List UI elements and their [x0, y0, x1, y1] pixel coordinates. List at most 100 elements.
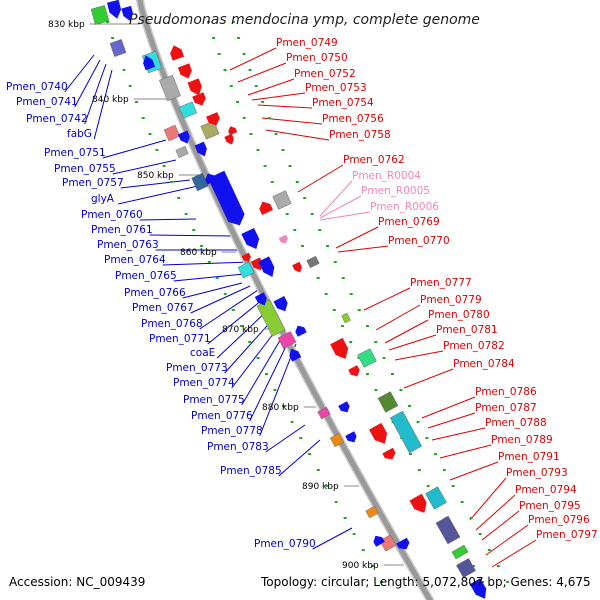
tick-mark — [370, 565, 374, 567]
gene-label[interactable]: Pmen_0773 — [166, 362, 228, 374]
label-leader-line — [337, 245, 389, 253]
gene-label[interactable]: Pmen_0760 — [81, 209, 143, 221]
gene-arrow — [224, 133, 234, 145]
tick-mark — [460, 501, 464, 503]
gene-label[interactable]: Pmen_0770 — [388, 235, 450, 247]
tick-mark — [281, 405, 285, 407]
tick-mark — [274, 133, 278, 135]
gene-label[interactable]: Pmen_R0004 — [352, 170, 421, 182]
gene-label[interactable]: Pmen_0753 — [305, 82, 367, 94]
label-leader-line — [224, 317, 275, 374]
tick-mark — [148, 133, 152, 135]
gene-box — [317, 406, 331, 420]
gene-label[interactable]: Pmen_0771 — [149, 333, 211, 345]
gene-label[interactable]: Pmen_0779 — [420, 294, 482, 306]
gene-arrow — [241, 228, 260, 249]
label-leader-line — [199, 289, 259, 330]
tick-mark — [349, 293, 353, 295]
label-leader-line — [319, 211, 371, 221]
gene-label[interactable]: Pmen_0742 — [26, 113, 88, 125]
tick-mark — [231, 21, 235, 23]
gene-label[interactable]: Pmen_0786 — [475, 386, 537, 398]
gene-label[interactable]: Pmen_0763 — [97, 239, 159, 251]
gene-label[interactable]: Pmen_0761 — [91, 224, 153, 236]
gene-label[interactable]: Pmen_0766 — [124, 287, 186, 299]
gene-label[interactable]: Pmen_0757 — [62, 177, 124, 189]
gene-arrow — [289, 348, 302, 362]
gene-arrow — [192, 92, 206, 106]
gene-label[interactable]: Pmen_R0005 — [361, 185, 430, 197]
gene-label[interactable]: Pmen_0797 — [536, 529, 598, 541]
gene-label[interactable]: Pmen_0741 — [16, 96, 78, 108]
tick-mark — [496, 565, 500, 567]
gene-label[interactable]: Pmen_0780 — [428, 309, 490, 321]
gene-label[interactable]: Pmen_0774 — [173, 377, 235, 389]
gene-label[interactable]: Pmen_0749 — [276, 37, 338, 49]
gene-label[interactable]: Pmen_0794 — [515, 484, 577, 496]
tick-mark — [155, 149, 159, 151]
tick-mark — [361, 549, 365, 551]
gene-label[interactable]: Pmen_0783 — [207, 441, 269, 453]
gene-label[interactable]: coaE — [190, 347, 215, 359]
gene-label[interactable]: Pmen_0782 — [443, 340, 505, 352]
label-leader-line — [64, 54, 95, 93]
gene-label[interactable]: Pmen_0755 — [54, 163, 116, 175]
gene-label[interactable]: Pmen_0795 — [519, 500, 581, 512]
gene-label[interactable]: Pmen_0768 — [141, 318, 203, 330]
gene-label[interactable]: Pmen_0784 — [453, 358, 515, 370]
gene-label[interactable]: Pmen_0775 — [183, 394, 245, 406]
gene-label[interactable]: Pmen_0740 — [6, 81, 68, 93]
gene-label[interactable]: Pmen_R0006 — [370, 201, 439, 213]
gene-box — [435, 515, 461, 545]
tick-mark — [273, 389, 277, 391]
gene-box — [175, 145, 189, 159]
gene-arrow — [469, 578, 487, 599]
label-leader-line — [475, 494, 516, 531]
label-leader-line — [491, 539, 537, 568]
gene-label[interactable]: glyA — [91, 193, 115, 205]
tick-mark — [184, 213, 188, 215]
gene-label[interactable]: Pmen_0765 — [115, 270, 177, 282]
tick-mark — [382, 357, 386, 359]
gene-label[interactable]: Pmen_0778 — [201, 425, 263, 437]
gene-label[interactable]: Pmen_0791 — [498, 451, 560, 463]
tick-mark — [242, 117, 246, 119]
kbp-label: 860 kbp — [180, 248, 217, 258]
gene-label[interactable]: Pmen_0756 — [322, 113, 384, 125]
gene-label[interactable]: Pmen_0764 — [104, 254, 166, 266]
gene-label[interactable]: Pmen_0769 — [378, 216, 440, 228]
tick-mark — [308, 453, 312, 455]
gene-label[interactable]: Pmen_0789 — [491, 434, 553, 446]
gene-label[interactable]: Pmen_0781 — [436, 324, 498, 336]
gene-label[interactable]: Pmen_0762 — [343, 154, 405, 166]
gene-label[interactable]: Pmen_0751 — [44, 147, 106, 159]
gene-label[interactable]: Pmen_0787 — [475, 402, 537, 414]
gene-box — [277, 331, 297, 349]
gene-label[interactable]: Pmen_0776 — [191, 410, 253, 422]
label-leader-line — [241, 331, 286, 406]
gene-label[interactable]: Pmen_0752 — [294, 68, 356, 80]
gene-label[interactable]: fabG — [67, 128, 92, 140]
kbp-label: 850 kbp — [137, 171, 174, 181]
gene-label[interactable]: Pmen_0777 — [410, 277, 472, 289]
gene-label[interactable]: Pmen_0793 — [506, 467, 568, 479]
gene-label[interactable]: Pmen_0796 — [528, 514, 590, 526]
label-leader-line — [261, 117, 323, 125]
label-leader-line — [335, 226, 379, 249]
tick-mark — [451, 485, 455, 487]
label-leader-line — [449, 461, 499, 481]
gene-label[interactable]: Pmen_0790 — [254, 538, 316, 550]
label-leader-line — [427, 412, 476, 429]
gene-label[interactable]: Pmen_0754 — [312, 97, 374, 109]
tick-mark — [399, 389, 403, 391]
tick-mark — [407, 405, 411, 407]
gene-label[interactable]: Pmen_0785 — [220, 465, 282, 477]
gene-label[interactable]: Pmen_0767 — [132, 302, 194, 314]
kbp-label: 830 kbp — [48, 20, 85, 30]
gene-label[interactable]: Pmen_0750 — [286, 52, 348, 64]
tick-mark — [365, 325, 369, 327]
gene-arrow — [177, 63, 192, 79]
gene-arrow — [254, 292, 267, 306]
gene-label[interactable]: Pmen_0788 — [485, 417, 547, 429]
gene-label[interactable]: Pmen_0758 — [329, 129, 391, 141]
